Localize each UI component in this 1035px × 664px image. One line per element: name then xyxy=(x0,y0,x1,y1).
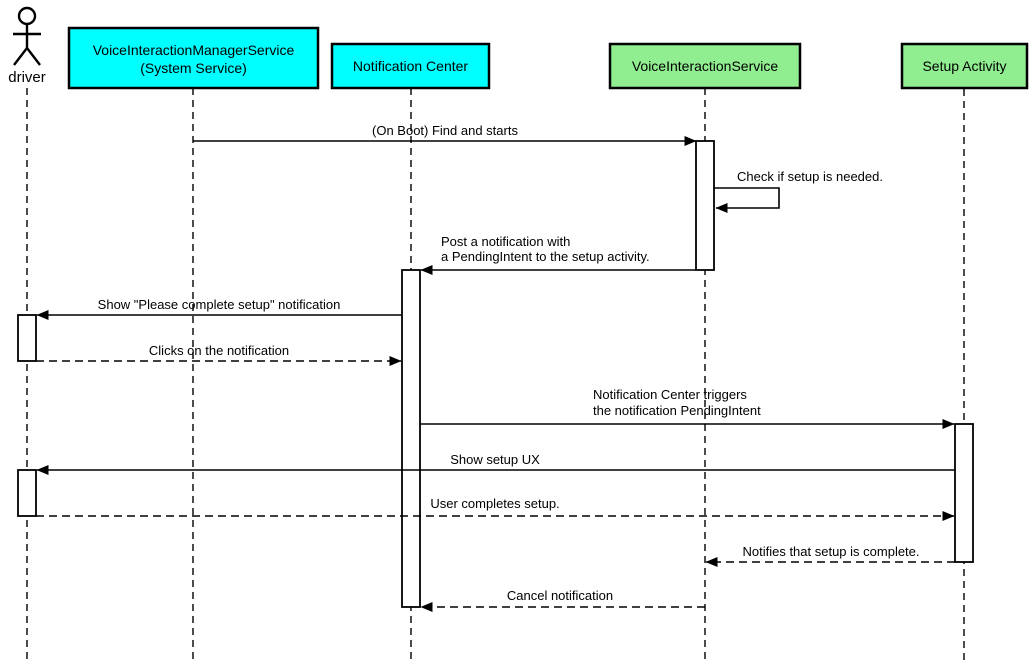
message-label-line2: the notification PendingIntent xyxy=(593,403,761,418)
message-notifies-setup-complete: Notifies that setup is complete. xyxy=(705,544,955,567)
message-cancel-notification: Cancel notification xyxy=(420,588,705,612)
actor-driver-label: driver xyxy=(8,69,46,86)
message-label: Check if setup is needed. xyxy=(737,169,883,184)
person-icon xyxy=(13,6,41,66)
participant-voice-interaction-service: VoiceInteractionService xyxy=(608,42,802,90)
message-label: Show "Please complete setup" notificatio… xyxy=(98,297,341,312)
message-label-line1: Notification Center triggers xyxy=(593,387,747,402)
message-self-arrow xyxy=(714,187,780,213)
participant-label: Notification Center xyxy=(353,58,469,74)
participant-box xyxy=(330,42,491,90)
participant-box xyxy=(67,26,320,90)
message-user-completes-setup: User completes setup. xyxy=(36,496,955,521)
message-label: Clicks on the notification xyxy=(149,343,289,358)
message-label: User completes setup. xyxy=(430,496,559,511)
activation-driver-1 xyxy=(17,314,37,362)
activation-setup-activity xyxy=(954,423,974,563)
message-post-notification: Post a notification with a PendingIntent… xyxy=(420,234,696,275)
message-triggers-pendingintent: Notification Center triggers the notific… xyxy=(420,387,955,429)
message-show-complete-setup-notification: Show "Please complete setup" notificatio… xyxy=(36,297,402,320)
message-label: Show setup UX xyxy=(450,452,540,467)
activation-voice-interaction-service xyxy=(695,140,715,271)
actor-driver: driver xyxy=(8,6,46,86)
message-clicks-on-notification: Clicks on the notification xyxy=(36,343,402,366)
message-label: Cancel notification xyxy=(507,588,613,603)
participant-setup-activity: Setup Activity xyxy=(900,42,1029,90)
message-on-boot-find-and-starts: (On Boot) Find and starts xyxy=(193,123,697,146)
participant-voice-interaction-manager-service: VoiceInteractionManagerService (System S… xyxy=(67,26,320,90)
message-label: Notifies that setup is complete. xyxy=(742,544,919,559)
activation-driver-2 xyxy=(17,469,37,517)
message-label-line1: Post a notification with xyxy=(441,234,570,249)
participant-label: Setup Activity xyxy=(922,58,1006,74)
participant-label: VoiceInteractionService xyxy=(632,58,779,74)
participant-box xyxy=(900,42,1029,90)
participant-label-line2: (System Service) xyxy=(140,60,247,76)
participant-box xyxy=(608,42,802,90)
participant-label-line1: VoiceInteractionManagerService xyxy=(93,42,295,58)
message-label: (On Boot) Find and starts xyxy=(372,123,518,138)
message-label-line2: a PendingIntent to the setup activity. xyxy=(441,249,650,264)
message-show-setup-ux: Show setup UX xyxy=(36,452,955,475)
activation-notification-center xyxy=(401,269,421,608)
participant-notification-center: Notification Center xyxy=(330,42,491,90)
message-check-if-setup-needed: Check if setup is needed. xyxy=(714,169,883,213)
